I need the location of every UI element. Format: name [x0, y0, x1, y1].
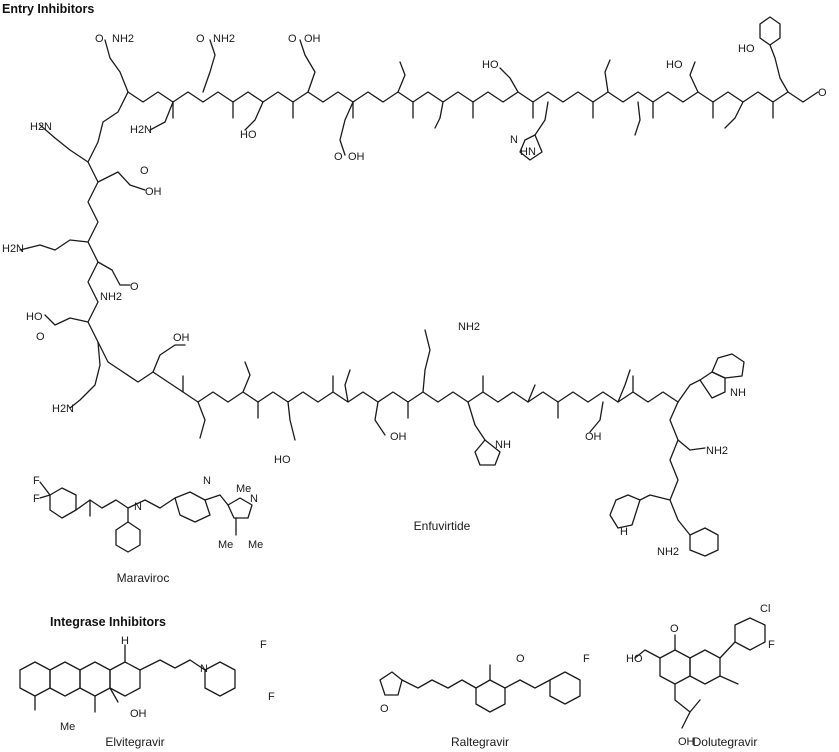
maraviroc-structure [39, 481, 253, 553]
svg-text:Me: Me [218, 539, 233, 551]
svg-text:Me: Me [248, 539, 263, 551]
svg-text:OH: OH [130, 708, 147, 720]
svg-text:HO: HO [738, 43, 755, 55]
svg-text:O: O [288, 33, 297, 45]
raltegravir-caption: Raltegravir [451, 735, 509, 749]
svg-text:N: N [200, 663, 208, 675]
raltegravir-structure [379, 664, 581, 713]
entry-inhibitors-header: Entry Inhibitors [2, 2, 94, 16]
svg-text:HO: HO [26, 311, 43, 323]
svg-text:OH: OH [678, 736, 695, 748]
svg-text:OH: OH [173, 332, 190, 344]
svg-text:O: O [130, 281, 139, 293]
svg-text:NH2: NH2 [458, 321, 480, 333]
svg-text:F: F [583, 653, 590, 665]
svg-text:O: O [516, 653, 525, 665]
svg-text:F: F [33, 493, 40, 505]
svg-text:NH2: NH2 [657, 546, 679, 558]
svg-text:H: H [620, 526, 628, 538]
svg-text:NH2: NH2 [706, 445, 728, 457]
svg-text:OH: OH [390, 431, 407, 443]
svg-text:N: N [510, 134, 518, 146]
svg-text:H2N: H2N [2, 243, 24, 255]
svg-text:F: F [260, 639, 267, 651]
svg-text:Cl: Cl [760, 603, 770, 615]
svg-text:O: O [36, 331, 45, 343]
svg-text:O: O [196, 33, 205, 45]
svg-text:H2N: H2N [130, 124, 152, 136]
svg-text:OH: OH [304, 33, 321, 45]
integrase-inhibitors-header: Integrase Inhibitors [50, 615, 166, 629]
svg-text:OH: OH [585, 431, 602, 443]
svg-text:NH2: NH2 [213, 33, 235, 45]
svg-text:F: F [268, 691, 275, 703]
svg-text:NH: NH [495, 439, 511, 451]
elvitegravir-caption: Elvitegravir [105, 735, 164, 749]
svg-text:NH2: NH2 [100, 291, 122, 303]
svg-text:HO: HO [666, 59, 683, 71]
svg-text:HO: HO [274, 454, 291, 466]
svg-text:NH2: NH2 [112, 33, 134, 45]
svg-text:F: F [33, 475, 40, 487]
svg-text:O: O [334, 151, 343, 163]
svg-text:HN: HN [520, 146, 536, 158]
svg-text:Me: Me [236, 483, 251, 495]
svg-text:N: N [134, 501, 142, 513]
dolutegravir-caption: Dolutegravir [693, 735, 758, 749]
svg-text:O: O [95, 33, 104, 45]
svg-text:NH: NH [730, 387, 746, 399]
svg-text:O: O [818, 87, 827, 99]
enfuvirtide-caption: Enfuvirtide [414, 519, 471, 533]
svg-text:HO: HO [626, 653, 643, 665]
enfuvirtide-structure [19, 16, 819, 409]
svg-text:O: O [380, 703, 389, 715]
svg-text:HO: HO [240, 129, 257, 141]
dolutegravir-structure [634, 617, 766, 729]
svg-text:N: N [250, 493, 258, 505]
svg-text:OH: OH [145, 186, 162, 198]
svg-text:O: O [140, 165, 149, 177]
svg-text:HO: HO [482, 59, 499, 71]
svg-text:H: H [121, 635, 129, 647]
svg-text:N: N [203, 475, 211, 487]
svg-text:Me: Me [60, 721, 75, 733]
svg-text:H2N: H2N [30, 121, 52, 133]
svg-text:H2N: H2N [52, 403, 74, 415]
svg-text:F: F [768, 639, 775, 651]
svg-text:O: O [670, 623, 679, 635]
enfuvirtide-lower-chain [152, 329, 745, 557]
atom-labels: O NH2 O NH2 O OH HO HO HO O H2N HO O OH … [2, 33, 827, 748]
maraviroc-caption: Maraviroc [117, 571, 170, 585]
elvitegravir-structure [19, 644, 236, 713]
svg-text:OH: OH [348, 151, 365, 163]
